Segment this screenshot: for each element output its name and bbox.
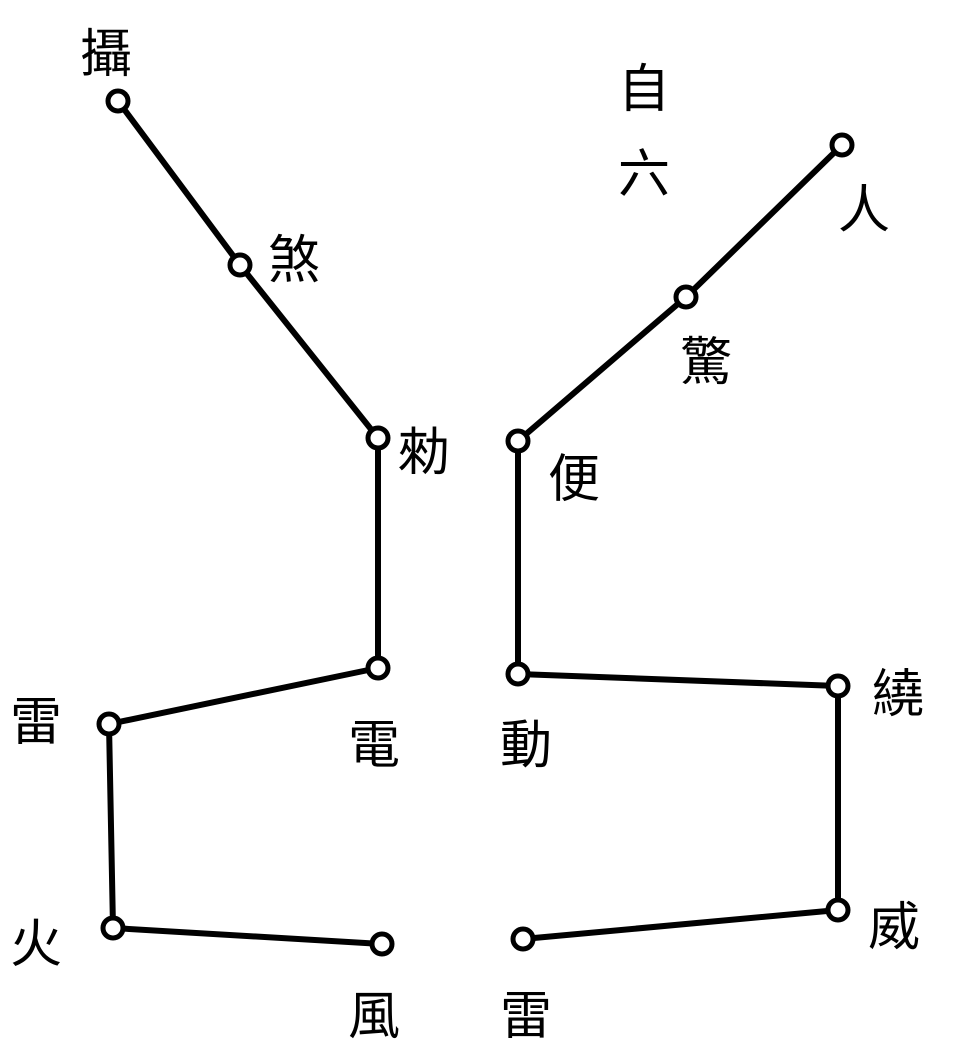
right-star-label-1: 人 xyxy=(838,181,890,241)
left-chain-line xyxy=(106,98,385,947)
right-star-node-1 xyxy=(829,132,855,158)
left-star-label-1: 攝 xyxy=(80,25,132,85)
star-nodes xyxy=(96,88,855,957)
right-star-node-7 xyxy=(510,926,536,952)
side-text-char-2: 六 xyxy=(618,145,670,205)
right-star-node-2 xyxy=(673,284,699,310)
left-star-label-3: 勑 xyxy=(398,423,450,483)
left-star-label-4: 電 xyxy=(348,716,400,776)
left-star-label-5: 雷 xyxy=(10,693,62,753)
right-star-label-2: 驚 xyxy=(680,333,732,393)
right-star-label-6: 威 xyxy=(868,898,920,958)
connecting-lines xyxy=(106,98,845,947)
left-star-label-2: 煞 xyxy=(268,231,320,291)
star-labels: 攝 煞 勑 電 雷 火 風 人 驚 便 動 繞 威 雷 自 六 xyxy=(10,25,924,1047)
right-star-node-4 xyxy=(505,661,531,687)
right-star-label-5: 繞 xyxy=(872,665,924,725)
left-star-label-6: 火 xyxy=(10,915,62,975)
left-star-node-6 xyxy=(100,915,126,941)
side-text-char-1: 自 xyxy=(618,60,670,120)
right-star-node-6 xyxy=(825,897,851,923)
left-star-node-1 xyxy=(105,88,131,114)
left-star-node-3 xyxy=(365,425,391,451)
left-star-node-4 xyxy=(365,655,391,681)
left-star-label-7: 風 xyxy=(348,987,400,1047)
right-star-node-5 xyxy=(825,673,851,699)
left-star-node-5 xyxy=(96,711,122,737)
right-star-node-3 xyxy=(505,428,531,454)
left-star-node-2 xyxy=(227,252,253,278)
right-star-label-4: 動 xyxy=(500,716,552,776)
right-star-label-7: 雷 xyxy=(500,987,552,1047)
left-star-node-7 xyxy=(369,931,395,957)
right-star-label-3: 便 xyxy=(548,450,600,510)
right-chain-line xyxy=(515,142,845,942)
